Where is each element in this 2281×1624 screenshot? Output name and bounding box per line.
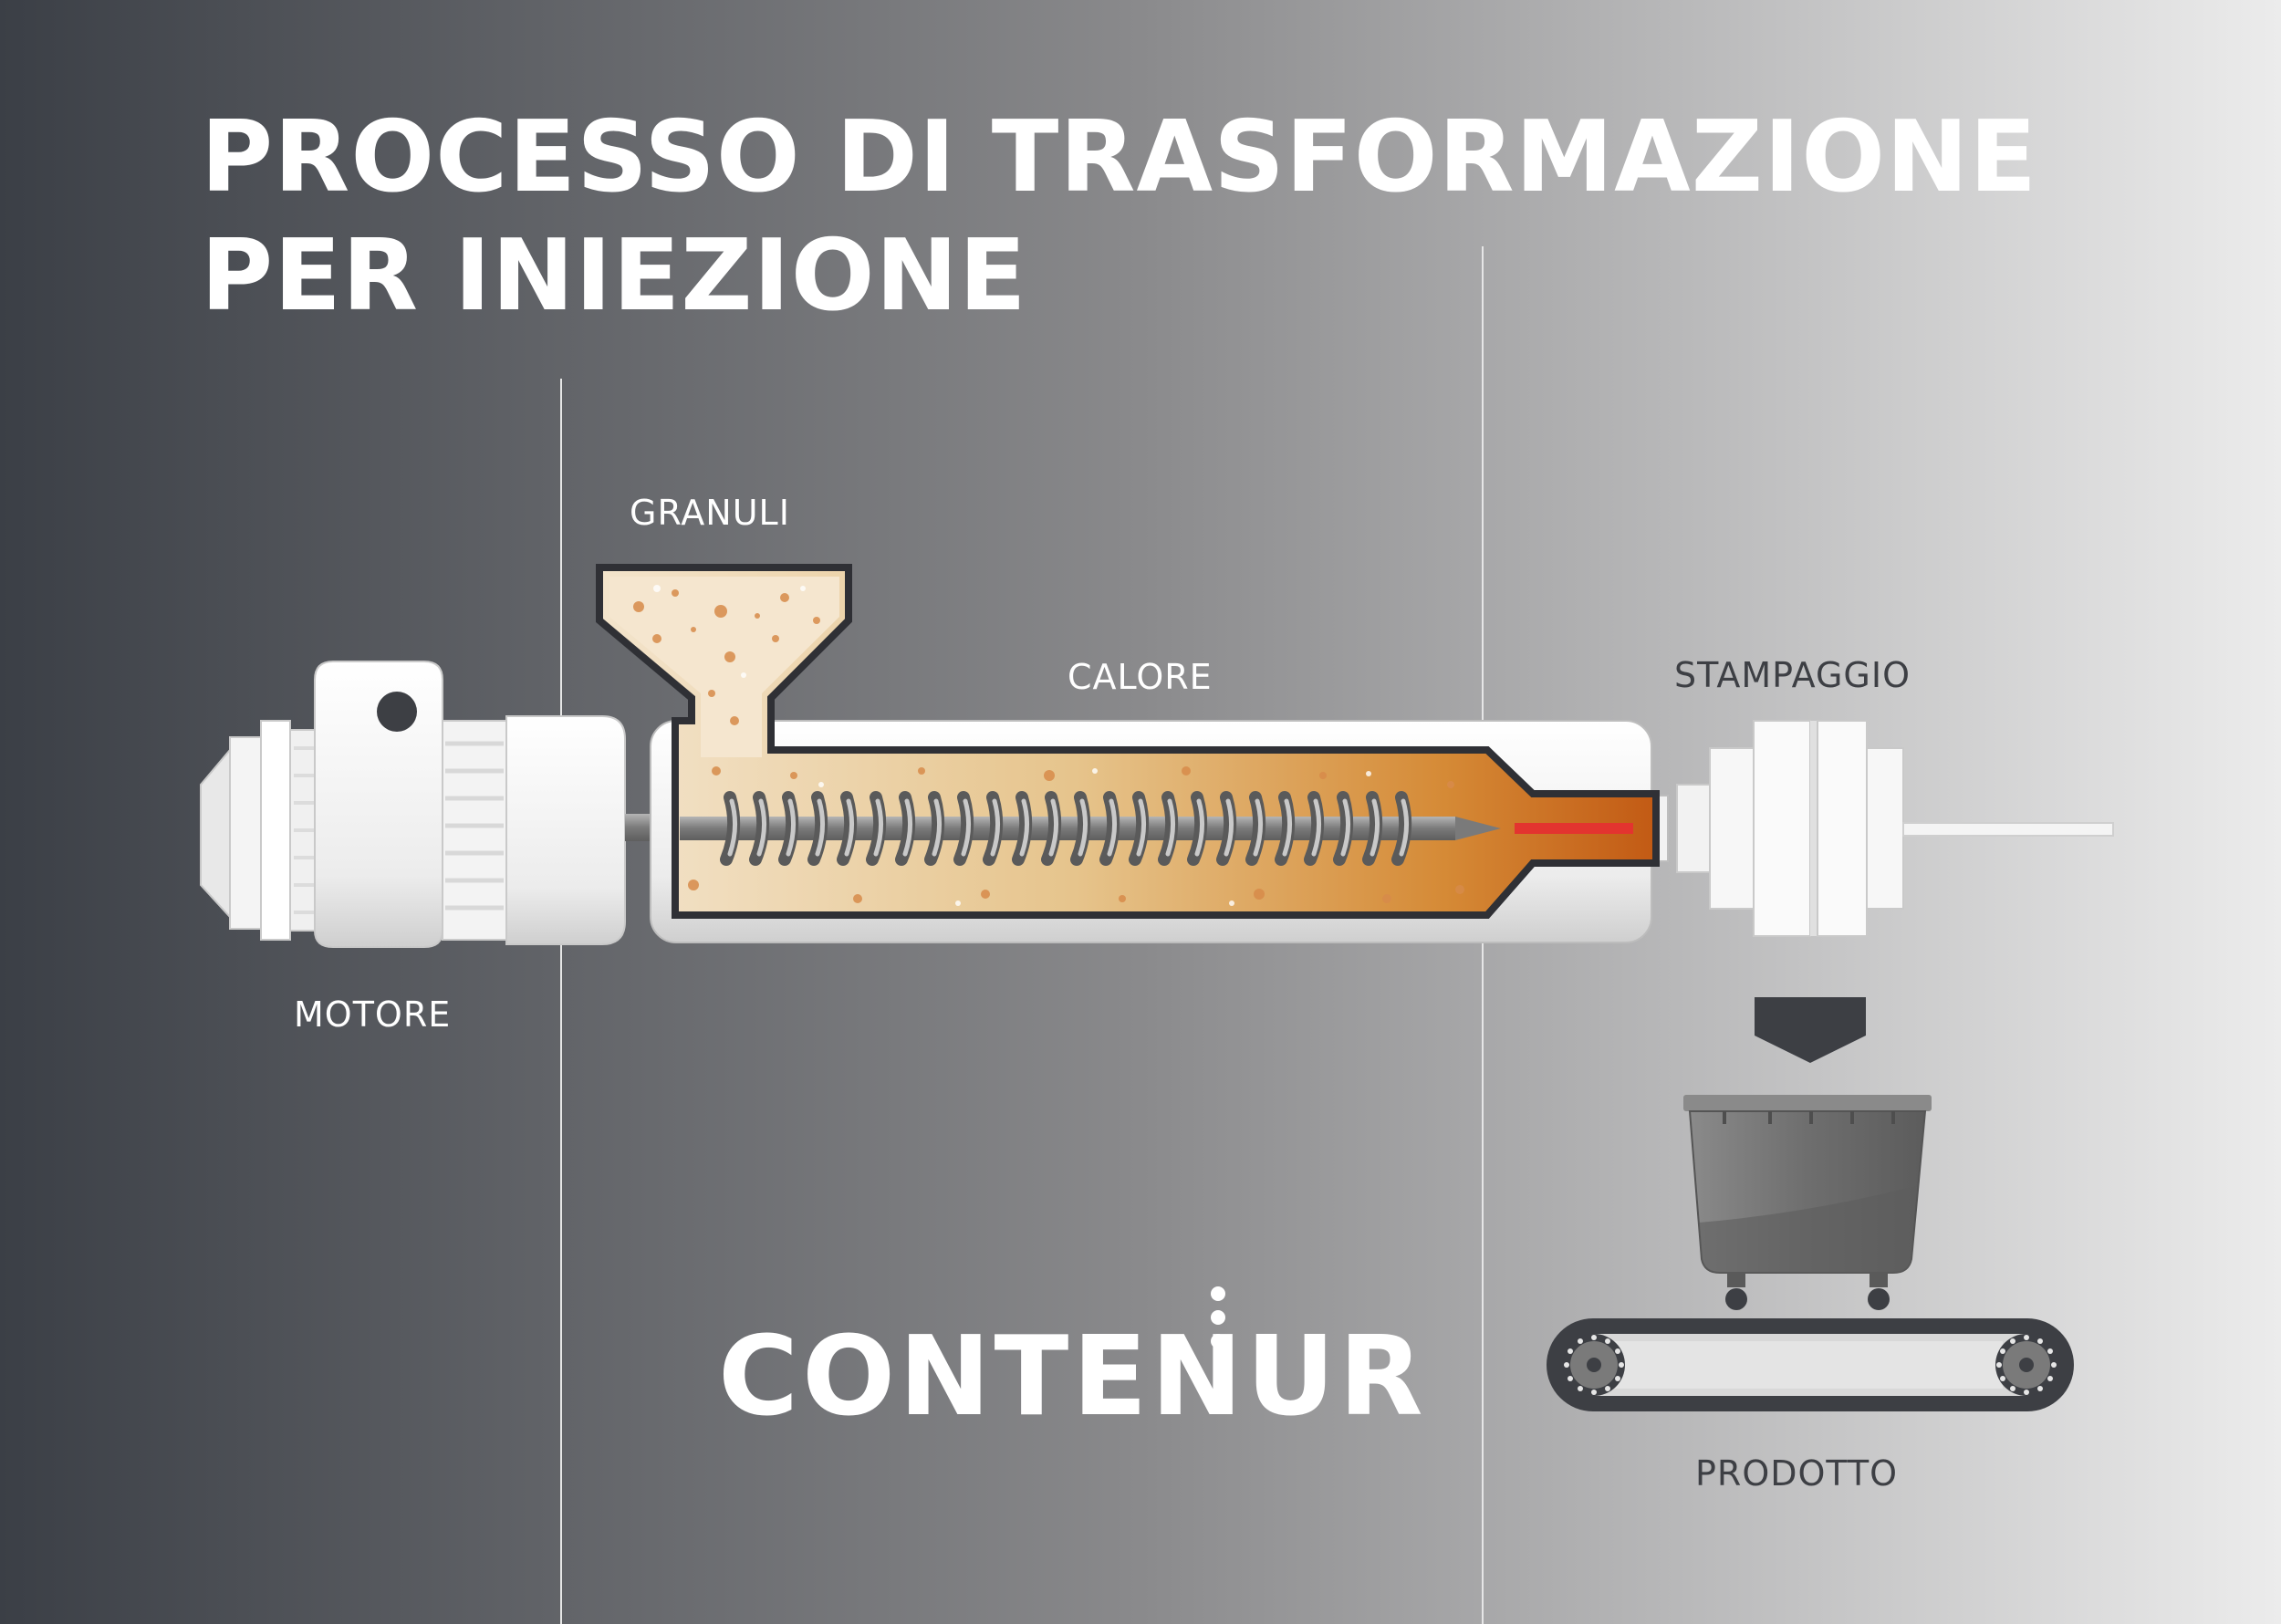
- brand-logo: CONTENUR: [718, 1314, 1427, 1441]
- screw-flight-highlight: [1136, 798, 1146, 857]
- screw-flight-highlight: [1224, 798, 1234, 857]
- gear-tooth: [1568, 1348, 1573, 1354]
- label-product: PRODOTTO: [1695, 1453, 1899, 1494]
- gear-tooth: [2024, 1335, 2029, 1340]
- gear-tooth: [1615, 1376, 1620, 1381]
- gear-tooth: [1591, 1390, 1597, 1395]
- gear-tooth: [1605, 1386, 1610, 1391]
- screw-flight-highlight: [1311, 798, 1321, 857]
- screw-flight-highlight: [1253, 798, 1263, 857]
- screw-flight-highlight: [1370, 798, 1380, 857]
- down-arrow-icon: [1755, 997, 1866, 1063]
- gear-tooth: [1619, 1362, 1624, 1368]
- page-title-line-2: PER INIEZIONE: [201, 219, 1027, 333]
- screw-flight-highlight: [961, 798, 971, 857]
- gear-tooth: [1568, 1376, 1573, 1381]
- screw-flight-highlight: [1019, 798, 1029, 857]
- gear-tooth: [1605, 1338, 1610, 1344]
- screw-flight-highlight: [932, 798, 942, 857]
- gear-tooth: [1578, 1386, 1583, 1391]
- gear-tooth: [2037, 1338, 2043, 1344]
- screw-flight-highlight: [1194, 798, 1204, 857]
- gear-tooth: [2000, 1348, 2005, 1354]
- gear-tooth: [1591, 1335, 1597, 1340]
- screw-flight-highlight: [727, 798, 737, 857]
- extrusion-screw: [680, 791, 1501, 866]
- screw-flight-highlight: [1340, 798, 1350, 857]
- brand-logo-dots: [1211, 1286, 1225, 1348]
- gear-tooth: [2037, 1386, 2043, 1391]
- waste-bin-product: [1683, 1095, 1932, 1310]
- gear-tooth: [2010, 1386, 2015, 1391]
- gear-tooth: [2024, 1390, 2029, 1395]
- gear-tooth: [2000, 1376, 2005, 1381]
- screw-flight-highlight: [990, 798, 1000, 857]
- conveyor-belt: [1547, 1318, 2074, 1411]
- screw-flight-highlight: [844, 798, 854, 857]
- page-title-line-1: PROCESSO DI TRASFORMAZIONE: [201, 100, 2038, 214]
- screw-flight-highlight: [1399, 798, 1409, 857]
- gear-icon-right: [1995, 1334, 2057, 1396]
- screw-flight-highlight: [1282, 798, 1292, 857]
- label-granules: GRANULI: [630, 493, 790, 533]
- screw-flight-highlight: [902, 798, 912, 857]
- gear-tooth: [1564, 1362, 1569, 1368]
- label-heat: CALORE: [1068, 657, 1213, 697]
- screw-flight-highlight: [1048, 798, 1058, 857]
- screw-flight-highlight: [756, 798, 766, 857]
- gear-tooth: [2047, 1348, 2053, 1354]
- screw-flight-highlight: [786, 798, 796, 857]
- gear-tooth: [2047, 1376, 2053, 1381]
- motor-illustration: [200, 661, 680, 948]
- screw-flight-highlight: [1078, 798, 1088, 857]
- gear-tooth: [1615, 1348, 1620, 1354]
- gear-tooth: [1996, 1362, 2002, 1368]
- screw-flight-highlight: [815, 798, 825, 857]
- gear-tooth: [2010, 1338, 2015, 1344]
- label-molding: STAMPAGGIO: [1674, 655, 1911, 695]
- mold-illustration: [1676, 720, 2114, 937]
- gear-tooth: [2051, 1362, 2057, 1368]
- screw-flight-highlight: [1107, 798, 1117, 857]
- gear-icon-left: [1563, 1334, 1625, 1396]
- screw-flight-highlight: [1165, 798, 1175, 857]
- label-motor: MOTORE: [294, 994, 452, 1035]
- gear-tooth: [1578, 1338, 1583, 1344]
- injection-stream: [1515, 823, 1633, 834]
- screw-flight-highlight: [873, 798, 883, 857]
